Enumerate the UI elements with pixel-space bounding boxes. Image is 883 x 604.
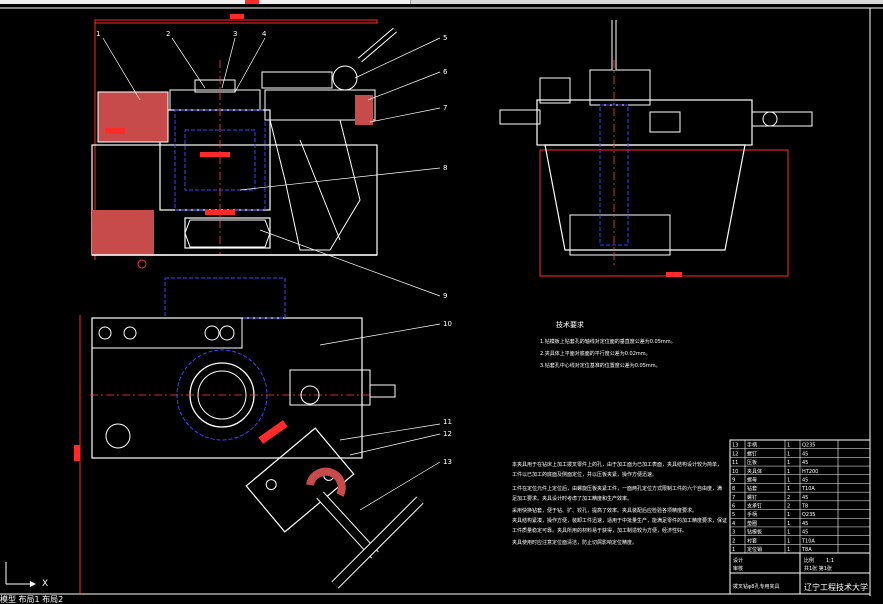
checker-label: 审核 <box>733 565 743 572</box>
parts-cell: 3 <box>732 530 735 536</box>
status-bar: 模型 布局1 布局2 <box>0 596 883 604</box>
parts-cell: 45 <box>802 451 808 457</box>
parts-cell: Q235 <box>802 512 815 518</box>
description-line: 工件在定位元件上定位后，由螺旋压板夹紧工件，一面两孔定位方式限制工件的六个自由度… <box>512 485 722 492</box>
parts-cell: 手柄 <box>747 442 757 449</box>
frame-marker <box>245 0 259 4</box>
parts-cell: Q235 <box>802 443 815 449</box>
parts-cell: 1 <box>787 460 790 466</box>
parts-cell: T8 <box>801 504 808 510</box>
parts-cell: 2 <box>787 504 790 510</box>
description-line: 足加工要求。夹具设计时考虑了加工精度和生产效率。 <box>512 495 632 502</box>
description-text: 本夹具用于在钻床上加工拨叉零件上的孔，由于加工面为已加工表面，夹具结构设计较为简… <box>512 461 727 546</box>
balloon-2: 2 <box>166 30 170 38</box>
tech-notes-title: 技术要求 <box>556 320 584 329</box>
balloon-12: 12 <box>443 430 452 438</box>
parts-cell: T8A <box>801 547 812 553</box>
balloon-3: 3 <box>233 30 237 38</box>
parts-cell: 6 <box>732 504 735 510</box>
ucs-x-label: X <box>42 579 48 589</box>
balloon-9: 9 <box>443 292 447 300</box>
scale-value: 1:1 <box>826 558 834 564</box>
parts-cell: 2 <box>787 495 790 501</box>
designer-label: 设计 <box>733 557 743 564</box>
parts-cell: 8 <box>732 486 735 492</box>
tech-note-line: 1.钻模板上钻套孔的轴线对定位面的垂直度公差为0.05mm。 <box>540 338 676 345</box>
drawing-name: 拨叉钻φ8孔专用夹具 <box>733 583 779 590</box>
parts-cell: 夹具体 <box>747 468 762 475</box>
description-line: 采用快换钻套，便于钻、扩、铰孔，提高了效率。夹具装配后应检验各项精度要求。 <box>512 507 697 514</box>
parts-cell: 1 <box>787 451 790 457</box>
front-view: 1 2 3 4 5 6 7 8 9 <box>91 14 448 300</box>
parts-cell: 45 <box>802 521 808 527</box>
parts-cell: 衬套 <box>747 537 757 544</box>
parts-cell: 1 <box>787 486 790 492</box>
parts-cell: 钻模板 <box>747 529 762 536</box>
parts-cell: 1 <box>787 530 790 536</box>
parts-cell: 10 <box>732 469 738 475</box>
balloon-11: 11 <box>443 418 452 426</box>
parts-cell: 2 <box>732 538 735 544</box>
parts-cell: 垫圈 <box>747 520 757 527</box>
ucs-icon: X <box>5 562 48 589</box>
balloon-8: 8 <box>443 164 447 172</box>
layout-tabs[interactable]: 模型 布局1 布局2 <box>0 595 64 604</box>
balloon-1: 1 <box>96 30 100 38</box>
parts-cell: 1 <box>787 512 790 518</box>
parts-cell: 13 <box>732 443 738 449</box>
toolbar-button[interactable] <box>250 0 411 4</box>
parts-cell: 钻套 <box>747 485 757 492</box>
balloon-6: 6 <box>443 68 448 76</box>
tech-notes: 技术要求 1.钻模板上钻套孔的轴线对定位面的垂直度公差为0.05mm。 2.夹具… <box>540 320 676 369</box>
parts-cell: 螺钉 <box>747 494 757 501</box>
tech-note-line: 3.钻套孔中心线对定位基准的位置度公差为0.05mm。 <box>540 362 661 369</box>
description-line: 工件以已加工的底面及侧面定位，并以压板夹紧，操作方便迅速。 <box>512 471 657 478</box>
parts-cell: HT200 <box>802 469 818 475</box>
school-name: 辽宁工程技术大学 <box>804 582 868 592</box>
tech-note-line: 2.夹具体上平面对底面的平行度公差为0.02mm。 <box>540 350 651 357</box>
parts-cell: 压板 <box>747 459 757 466</box>
balloon-4: 4 <box>262 30 267 38</box>
parts-cell: 45 <box>802 530 808 536</box>
parts-cell: 1 <box>732 547 735 553</box>
parts-cell: 1 <box>787 469 790 475</box>
description-line: 本夹具用于在钻床上加工拨叉零件上的孔，由于加工面为已加工表面，夹具结构设计较为简… <box>512 461 722 468</box>
parts-cell: 4 <box>732 521 735 527</box>
parts-cell: T10A <box>801 538 815 544</box>
parts-cell: 11 <box>732 460 738 466</box>
balloon-10: 10 <box>443 320 452 328</box>
parts-cell: T10A <box>801 486 815 492</box>
parts-cell: 支承钉 <box>747 503 762 510</box>
description-line: 夹具结构紧凑，操作方便，装卸工件迅速，适用于中批量生产，能满足零件的加工精度要求… <box>512 517 727 524</box>
parts-cell: 45 <box>802 460 808 466</box>
parts-cell: 9 <box>732 477 735 483</box>
parts-cell: 1 <box>787 477 790 483</box>
description-line: 夹具使用时应注意定位面清洁，防止切屑影响定位精度。 <box>512 539 637 546</box>
parts-cell: 螺钉 <box>747 450 757 457</box>
parts-cell: 7 <box>732 495 735 501</box>
sheet-number: 共1张 第1张 <box>804 565 832 572</box>
parts-cell: 手柄 <box>747 511 757 518</box>
parts-cell: 1 <box>787 443 790 449</box>
parts-cell: 定位销 <box>747 546 762 553</box>
parts-cell: 1 <box>787 547 790 553</box>
balloon-5: 5 <box>443 34 447 42</box>
description-line: 工件质量稳定可靠。夹具所用的材料易于获得，加工制造较为方便，经济性好。 <box>512 527 687 534</box>
parts-cell: 45 <box>802 477 808 483</box>
scale-label: 比例 <box>804 557 814 564</box>
side-view <box>499 20 813 277</box>
top-view: 10 11 12 13 <box>74 277 452 593</box>
parts-cell: 12 <box>732 451 738 457</box>
balloon-7: 7 <box>443 104 447 112</box>
parts-cell: 5 <box>732 512 735 518</box>
parts-cell: 1 <box>787 538 790 544</box>
balloon-13: 13 <box>443 458 452 466</box>
parts-cell: 1 <box>787 521 790 527</box>
parts-cell: 螺母 <box>747 476 757 483</box>
parts-cell: 45 <box>802 495 808 501</box>
